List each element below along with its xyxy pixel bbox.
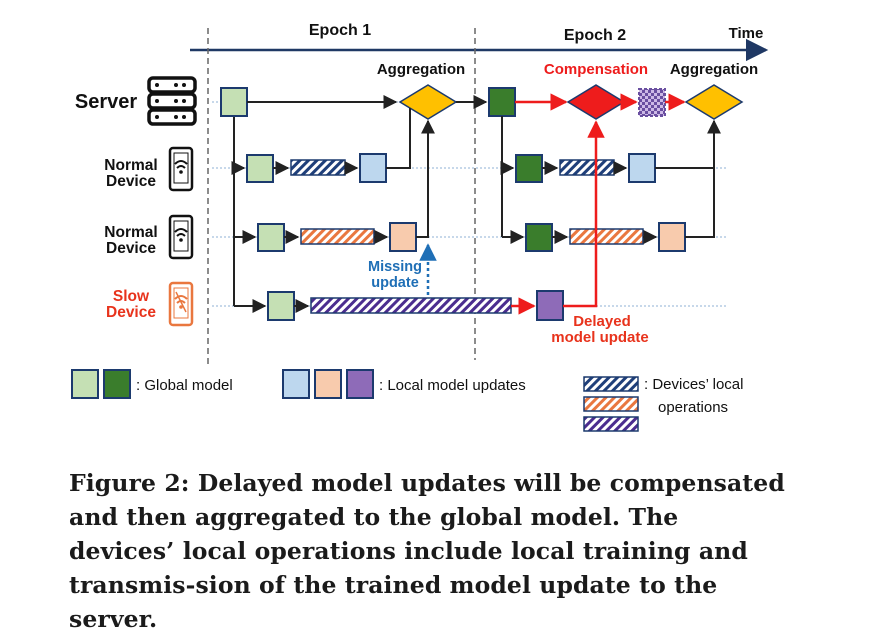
legend-local-updates-text: : Local model updates <box>379 377 526 394</box>
epoch1-slow-global-model <box>267 291 295 321</box>
epoch2-d2-local-ops <box>569 228 644 245</box>
normal-device-1-label-line1: Normal <box>104 157 157 174</box>
legend-ops-orange <box>583 396 639 412</box>
delayed-update-label-line2: model update <box>551 329 649 346</box>
legend-local-blue <box>282 369 310 399</box>
normal-device-1-label-line2: Device <box>106 173 156 190</box>
phone-wifi-icon <box>168 146 194 192</box>
compensated-update <box>638 88 666 117</box>
epoch2-d2-to-agg <box>685 168 715 238</box>
missing-update-label-line1: Missing <box>368 259 422 275</box>
legend-global-model-text: : Global model <box>136 377 233 394</box>
legend-ops-blue <box>583 376 639 392</box>
missing-update-label-line2: update <box>371 275 419 291</box>
legend-local-peach <box>314 369 342 399</box>
legend-operations-text: operations <box>658 399 728 416</box>
epoch2-d2-local-update <box>658 222 686 252</box>
epoch2-d1-local-ops <box>559 159 615 176</box>
epoch1-d1-to-agg <box>386 108 411 169</box>
delayed-update-label-line1: Delayed <box>573 313 631 330</box>
compensation-label: Compensation <box>544 61 648 78</box>
time-label: Time <box>729 25 764 42</box>
epoch2-d1-global-model <box>515 154 543 183</box>
compensation-diamond <box>566 84 626 120</box>
epoch1-aggregation-diamond <box>398 84 458 120</box>
server-label: Server <box>75 91 137 113</box>
epoch1-d1-global-model <box>246 154 274 183</box>
legend-local-purple <box>346 369 374 399</box>
legend-ops-purple <box>583 416 639 432</box>
epoch2-server-global-model <box>488 87 516 117</box>
normal-device-2-label-line1: Normal <box>104 224 157 241</box>
epoch1-d1-local-ops <box>290 159 346 176</box>
legend-global-light <box>71 369 99 399</box>
phone-wifi-icon <box>168 214 194 260</box>
epoch2-d1-to-agg <box>655 119 721 169</box>
epoch2-label: Epoch 2 <box>564 27 626 44</box>
legend-global-dark <box>103 369 131 399</box>
delayed-to-compensation <box>563 120 605 308</box>
epoch1-slow-local-ops <box>310 297 512 314</box>
epoch1-d2-global-model <box>257 223 285 252</box>
aggregation-2-label: Aggregation <box>670 61 758 78</box>
figure-caption: Figure 2: Delayed model updates will be … <box>69 469 785 633</box>
epoch1-server-global-model <box>220 87 248 117</box>
epoch1-d2-to-agg <box>416 119 435 238</box>
delayed-model-update <box>536 290 564 321</box>
server-icon <box>147 76 197 126</box>
epoch1-d1-local-update <box>359 153 387 183</box>
epoch1-label: Epoch 1 <box>309 22 371 39</box>
slow-device-label-line2: Device <box>106 304 156 321</box>
aggregation-1-label: Aggregation <box>377 61 465 78</box>
phone-slow-icon <box>168 281 194 327</box>
epoch2-d1-local-update <box>628 153 656 183</box>
epoch2-d2-global-model <box>525 223 553 252</box>
legend-devices-local-text: : Devices’ local <box>644 376 743 393</box>
normal-device-2-label-line2: Device <box>106 240 156 257</box>
epoch2-aggregation-diamond <box>684 84 744 120</box>
federated-learning-diagram: Epoch 1 Epoch 2 Time Server Normal Devic… <box>71 22 769 432</box>
epoch1-d2-local-ops <box>300 228 375 245</box>
slow-device-label-line1: Slow <box>113 288 150 305</box>
epoch1-d2-local-update <box>389 222 417 252</box>
